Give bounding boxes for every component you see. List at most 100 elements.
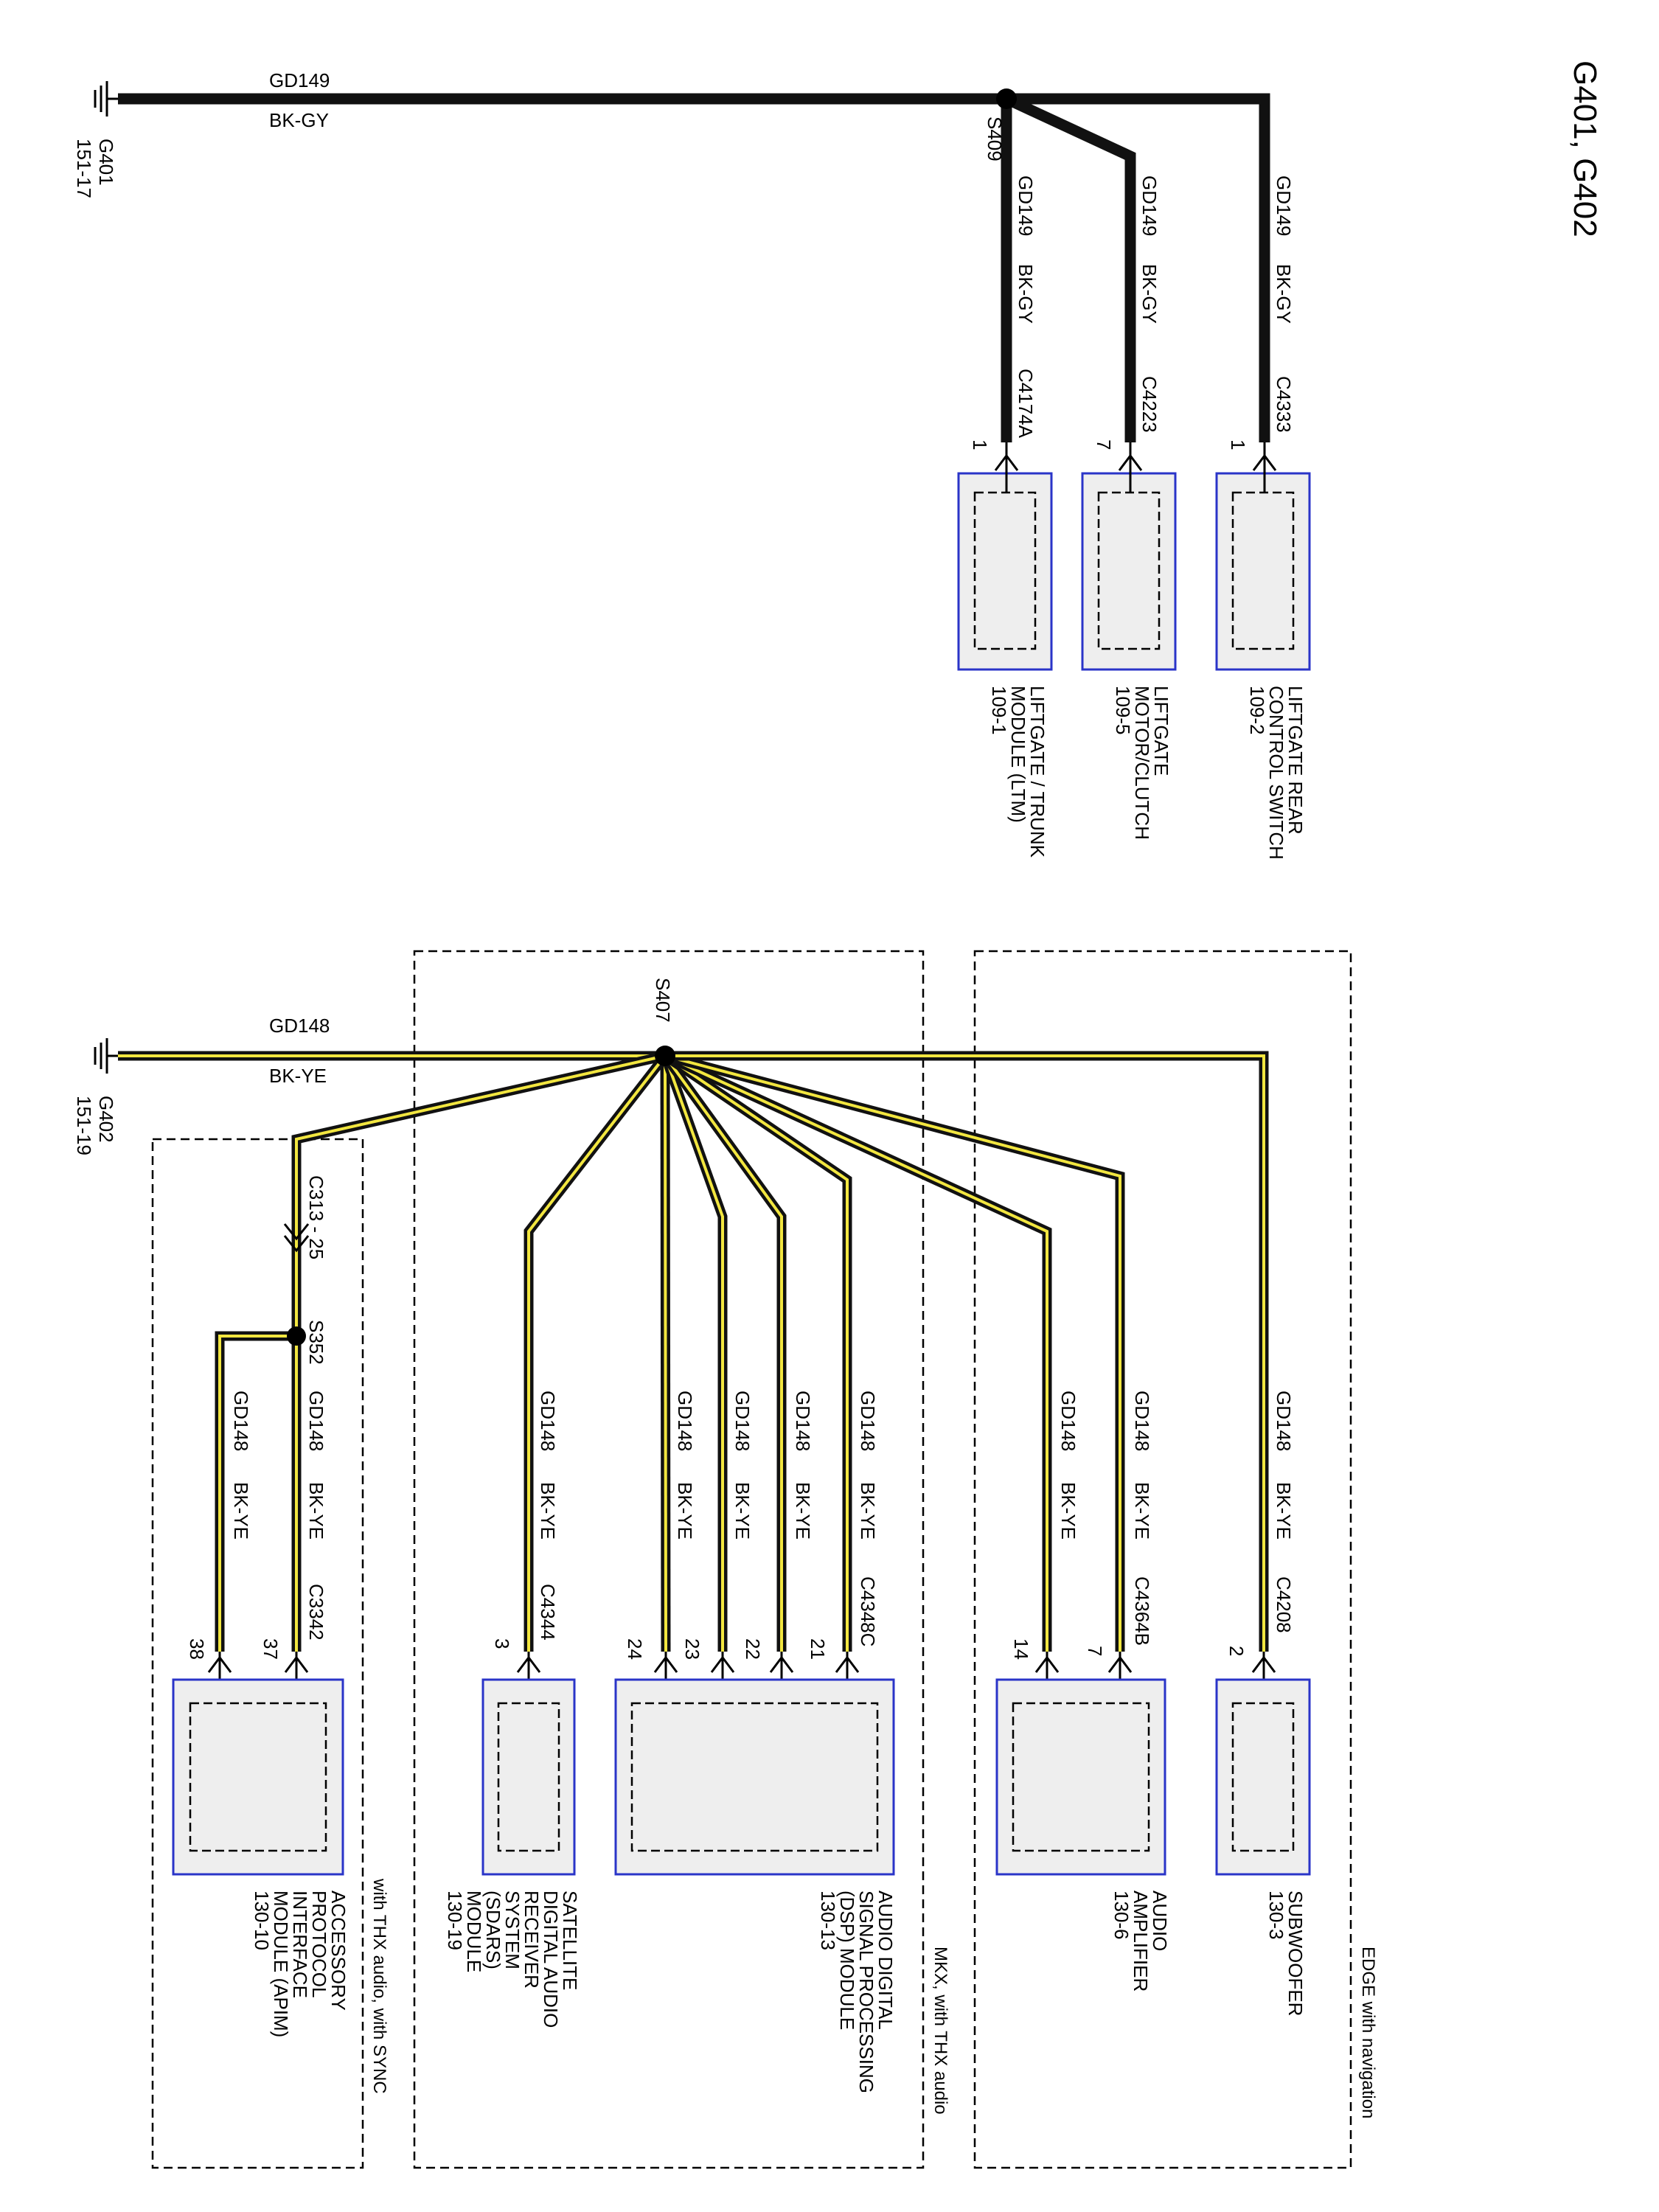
wire-0-circuit: GD148 [230, 1391, 252, 1451]
group-box-apim [151, 1138, 364, 2169]
wire-8-connector: C4364B [1131, 1576, 1153, 1646]
wire-gd149-branch-3 [1006, 93, 1270, 442]
wire-0-color: BK-YE [230, 1482, 252, 1540]
svg-text:SYSTEM: SYSTEM [501, 1891, 524, 1969]
splice-s407 [655, 1046, 675, 1066]
group-box-edge [973, 950, 1352, 2169]
svg-text:MOTOR/CLUTCH: MOTOR/CLUTCH [1131, 686, 1153, 840]
component-label-subwoofer: SUBWOOFER 130-3 [1265, 1891, 1307, 2016]
wire-1-connector: C3342 [305, 1584, 327, 1641]
wire-to-dsp-22-stripe [664, 1054, 783, 1652]
svg-text:CONTROL SWITCH: CONTROL SWITCH [1265, 686, 1287, 860]
module-amplifier [995, 1678, 1166, 1876]
pin-21: 21 [807, 1638, 829, 1660]
bottom-section: with THX audio, with SYNC MKX, with THX … [73, 950, 1378, 2169]
svg-text:(SDARS): (SDARS) [482, 1891, 504, 1969]
wire-2-circuit: GD148 [537, 1391, 559, 1451]
branch-2-circuit: GD149 [1138, 175, 1161, 236]
wire-9-connector: C4208 [1273, 1576, 1295, 1633]
wire-2-connector: C4344 [537, 1584, 559, 1641]
module-dsp [614, 1678, 895, 1876]
page-title: G401, G402 [1567, 60, 1603, 237]
splice-s352 [287, 1326, 306, 1346]
pin-14: 14 [1010, 1638, 1032, 1660]
wire-5-color: BK-YE [792, 1482, 814, 1540]
ground-label-g401: G401 [95, 139, 117, 186]
ground-ref-g402: 151-19 [73, 1096, 95, 1155]
svg-text:130-6: 130-6 [1110, 1891, 1133, 1940]
ground-symbol-g402 [94, 1038, 122, 1074]
wire-9-circuit: GD148 [1273, 1391, 1295, 1451]
wire-3-color: BK-YE [674, 1482, 696, 1540]
svg-text:PROTOCOL: PROTOCOL [308, 1891, 330, 1997]
ground-ref-g401: 151-17 [73, 139, 95, 198]
wire-to-amp-14-stripe [664, 1054, 1048, 1652]
svg-text:LIFTGATE / TRUNK: LIFTGATE / TRUNK [1026, 686, 1048, 858]
svg-text:SUBWOOFER: SUBWOOFER [1284, 1891, 1307, 2016]
wire-8-circuit: GD148 [1131, 1391, 1153, 1451]
group-label-edge: EDGE with navigation [1358, 1947, 1378, 2118]
top-section: GD149 BK-GY G401 151-17 S409 GD149 BK-GY… [73, 69, 1311, 860]
wire-8-color: BK-YE [1131, 1482, 1153, 1540]
svg-text:130-13: 130-13 [817, 1891, 839, 1950]
svg-text:109-1: 109-1 [988, 686, 1010, 735]
svg-text:AUDIO: AUDIO [1149, 1891, 1171, 1951]
branch-3-connector: C4333 [1273, 376, 1295, 433]
svg-text:(DSP) MODULE: (DSP) MODULE [836, 1891, 858, 2030]
wire-to-dsp-24-stripe [664, 1055, 667, 1652]
wire-to-subwoofer [665, 1051, 1269, 1652]
svg-text:130-10: 130-10 [251, 1891, 273, 1950]
wire-to-sdars-stripe [527, 1054, 667, 1652]
wire-label-color: BK-GY [269, 109, 329, 131]
component-label-liftgate-motor: LIFTGATE MOTOR/CLUTCH 109-5 [1112, 686, 1172, 840]
branch-2-color: BK-GY [1138, 264, 1161, 324]
wire-to-dsp-21-stripe [664, 1054, 849, 1652]
bk-ye-wires [118, 1051, 1269, 1652]
wire-6-connector: C4348C [857, 1576, 879, 1646]
pin-22: 22 [742, 1638, 764, 1660]
wire-to-dsp-23-stripe [664, 1055, 724, 1652]
svg-text:ACCESSORY: ACCESSORY [327, 1891, 349, 2011]
svg-text:SIGNAL PROCESSING: SIGNAL PROCESSING [855, 1891, 877, 2093]
svg-text:SATELLITE: SATELLITE [559, 1891, 581, 1990]
svg-text:109-2: 109-2 [1246, 686, 1268, 735]
branch-3-color: BK-GY [1273, 264, 1295, 324]
branch-3-circuit: GD149 [1273, 175, 1295, 236]
wire-3-circuit: GD148 [674, 1391, 696, 1451]
component-label-sdars: SATELLITE DIGITAL AUDIO RECEIVER SYSTEM … [444, 1891, 581, 2028]
wire-1-color: BK-YE [305, 1482, 327, 1540]
pin-23: 23 [681, 1638, 703, 1660]
wire-9-color: BK-YE [1273, 1482, 1295, 1540]
wire-1-circuit: GD148 [305, 1391, 327, 1451]
wire-texts: GD148 BK-YE GD148 BK-YE C3342 GD148 BK-Y… [230, 1391, 1295, 1646]
module-subwoofer [1215, 1678, 1311, 1876]
branch-1-pin: 1 [969, 439, 991, 450]
module-ltm [957, 442, 1053, 671]
wire-7-color: BK-YE [1057, 1482, 1079, 1540]
wire-gd149-branch-2 [1004, 94, 1136, 442]
pin-24: 24 [624, 1638, 646, 1660]
svg-text:MODULE: MODULE [463, 1891, 485, 1972]
branch-1-circuit: GD149 [1015, 175, 1037, 236]
svg-text:DIGITAL AUDIO: DIGITAL AUDIO [540, 1891, 562, 2028]
branch-3-pin: 1 [1227, 439, 1249, 450]
wire-7-circuit: GD148 [1057, 1391, 1079, 1451]
pin-38: 38 [186, 1638, 208, 1660]
wire-label-gd148: GD148 [269, 1015, 330, 1037]
wire-4-color: BK-YE [731, 1482, 754, 1540]
wire-s352-pin38-stripe [218, 1335, 296, 1652]
svg-text:RECEIVER: RECEIVER [521, 1891, 543, 1989]
ground-symbol-g401 [94, 81, 122, 116]
module-liftgate-motor [1081, 442, 1177, 671]
branch-1-connector: C4174A [1015, 369, 1037, 439]
pin-7: 7 [1084, 1646, 1106, 1656]
connector-arrows-top [994, 453, 1277, 471]
wire-6-color: BK-YE [857, 1482, 879, 1540]
svg-text:AUDIO DIGITAL: AUDIO DIGITAL [874, 1891, 897, 2030]
wire-label-bk-ye: BK-YE [269, 1065, 327, 1087]
branch-2-connector: C4223 [1138, 376, 1161, 433]
module-sdars [481, 1678, 576, 1876]
connector-arrows-bottom [207, 1655, 1276, 1673]
